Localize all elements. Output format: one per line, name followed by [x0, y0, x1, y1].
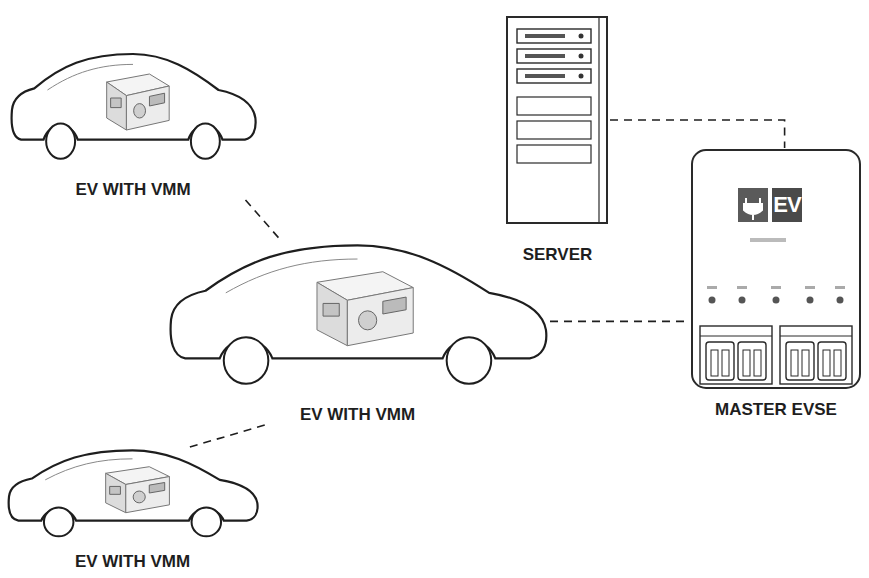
- server-tower-drawing: [505, 15, 610, 227]
- node-caption: MASTER EVSE: [712, 400, 840, 420]
- server-tower: SERVER: [505, 15, 610, 265]
- ev-car-drawing: [5, 447, 260, 539]
- ev-car: EV WITH VMM: [165, 240, 550, 425]
- ev-car-drawing: [165, 240, 550, 388]
- dashed-link: [610, 120, 785, 148]
- master-evse-drawing: [690, 148, 862, 390]
- node-caption: EV WITH VMM: [72, 180, 193, 200]
- dashed-link: [246, 200, 281, 240]
- node-caption: EV WITH VMM: [72, 552, 193, 572]
- master-evse: EV MASTER EVSE: [690, 148, 862, 420]
- ev-car: EV WITH VMM: [5, 447, 260, 572]
- ev-car: EV WITH VMM: [8, 50, 258, 200]
- node-caption: EV WITH VMM: [297, 405, 418, 425]
- dashed-link: [190, 425, 265, 447]
- ev-car-drawing: [8, 50, 258, 162]
- logo-text: EV: [772, 188, 802, 222]
- node-caption: SERVER: [520, 245, 596, 265]
- dashed-link: [550, 321, 690, 323]
